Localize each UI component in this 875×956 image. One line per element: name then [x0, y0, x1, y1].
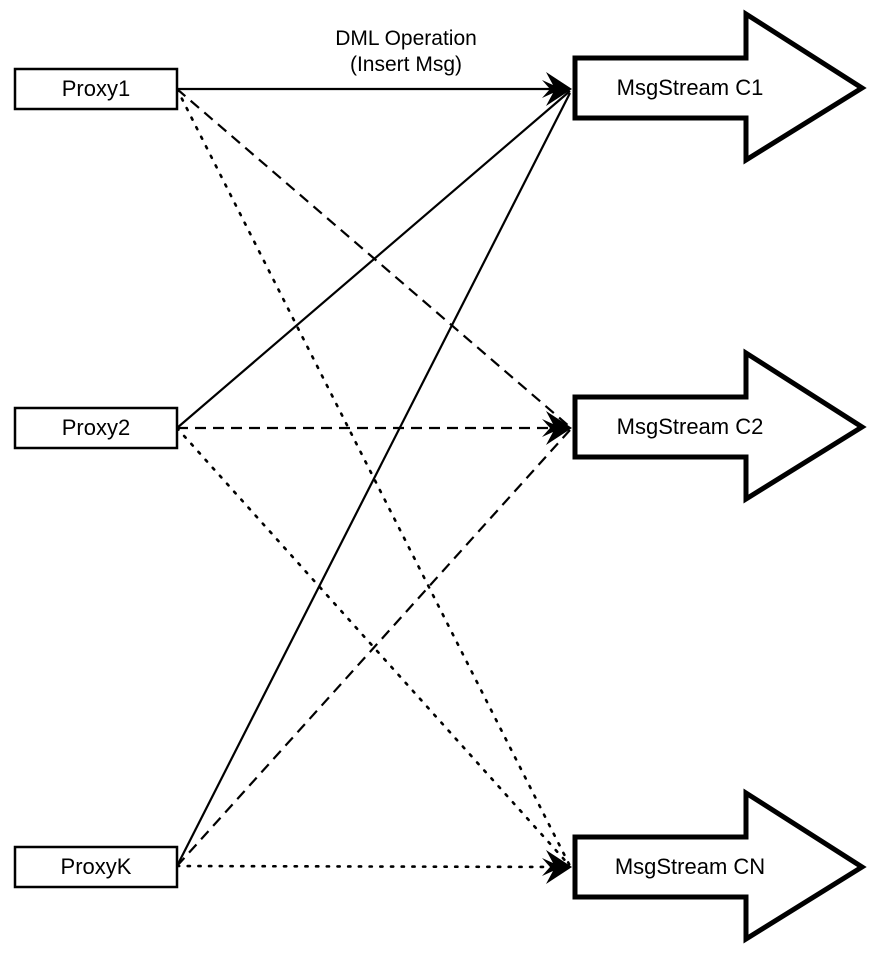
msgstream-label-stream_c2: MsgStream C2 [617, 414, 764, 439]
proxy-node-proxyk[interactable]: ProxyK [13, 845, 179, 889]
msgstream-arrow-shape-stream_c2 [572, 348, 867, 504]
proxy-node-proxy2[interactable]: Proxy2 [13, 406, 179, 450]
proxy-box-proxyk [13, 845, 179, 889]
arrowhead-stream_cn [542, 850, 572, 884]
dml-operation-label: DML Operation (Insert Msg) [335, 27, 477, 76]
arrowhead-stream_c1 [542, 72, 572, 106]
msgstream-label-stream_c1: MsgStream C1 [617, 75, 764, 100]
proxy-label-proxy1: Proxy1 [62, 76, 130, 101]
msgstream-nodes: MsgStream C1 MsgStream C2 MsgStream CN [572, 9, 867, 944]
proxy-node-proxy1[interactable]: Proxy1 [13, 67, 179, 111]
msgstream-node-stream_c2[interactable]: MsgStream C2 [572, 348, 867, 504]
dml-operation-label-line1: DML Operation [335, 27, 477, 50]
arrowhead-markers [542, 72, 572, 884]
link-proxyk-cn [175, 864, 572, 869]
msgstream-arrow-shape-stream_c1 [572, 9, 867, 165]
link-proxyk-c2 [176, 429, 571, 867]
connector-links [175, 87, 572, 869]
proxy-label-proxy2: Proxy2 [62, 415, 130, 440]
dml-operation-label-line2: (Insert Msg) [350, 53, 462, 76]
link-proxy2-cn [175, 426, 572, 868]
arrowhead-stream_c2 [542, 411, 572, 445]
link-proxyk-c1 [176, 92, 571, 867]
msgstream-label-stream_cn: MsgStream CN [615, 854, 765, 879]
proxy-box-proxy2 [13, 406, 179, 450]
proxy-label-proxyk: ProxyK [61, 854, 132, 879]
msgstream-arrow-shape-stream_cn [572, 788, 867, 944]
msgstream-node-stream_c1[interactable]: MsgStream C1 [572, 9, 867, 165]
msgstream-node-stream_cn[interactable]: MsgStream CN [572, 788, 867, 944]
proxy-box-proxy1 [13, 67, 179, 111]
link-proxy2-c1 [176, 90, 571, 429]
link-proxy1-c2 [176, 88, 571, 428]
